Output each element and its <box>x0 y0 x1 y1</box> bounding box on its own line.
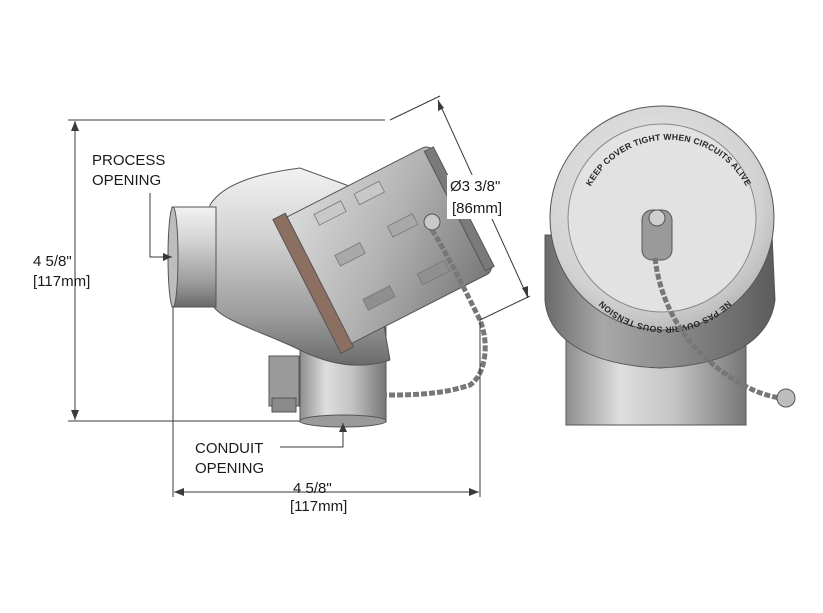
front-screw-icon <box>776 388 796 408</box>
diameter-metric-label: [86mm] <box>452 200 502 217</box>
width-metric-label: [117mm] <box>290 498 347 515</box>
cover-screw-icon <box>423 213 441 231</box>
arrowheads <box>71 100 528 496</box>
diameter-label-backdrop <box>447 175 513 219</box>
housing-head <box>272 146 495 354</box>
bottom-screw-icon <box>271 397 297 413</box>
dimension-lines <box>68 95 531 497</box>
conduit-opening-label-line2: OPENING <box>195 460 264 477</box>
width-imperial-label: 4 5/8" <box>293 480 332 497</box>
cover-center-screw-icon <box>648 209 666 227</box>
side-view <box>167 146 495 428</box>
process-opening-boss <box>171 206 217 308</box>
gasket <box>272 212 355 354</box>
diameter-imperial-label: Ø3 3/8" <box>450 178 500 195</box>
height-imperial-label: 4 5/8" <box>33 253 72 270</box>
process-opening-label-line2: OPENING <box>92 172 161 189</box>
chain <box>384 228 488 398</box>
front-view: KEEP COVER TIGHT WHEN CIRCUITS ALIVE NE … <box>544 105 796 426</box>
process-opening-label-line1: PROCESS <box>92 152 165 169</box>
height-metric-label: [117mm] <box>33 273 90 290</box>
front-chain <box>652 257 781 401</box>
conduit-opening-label-line1: CONDUIT <box>195 440 263 457</box>
